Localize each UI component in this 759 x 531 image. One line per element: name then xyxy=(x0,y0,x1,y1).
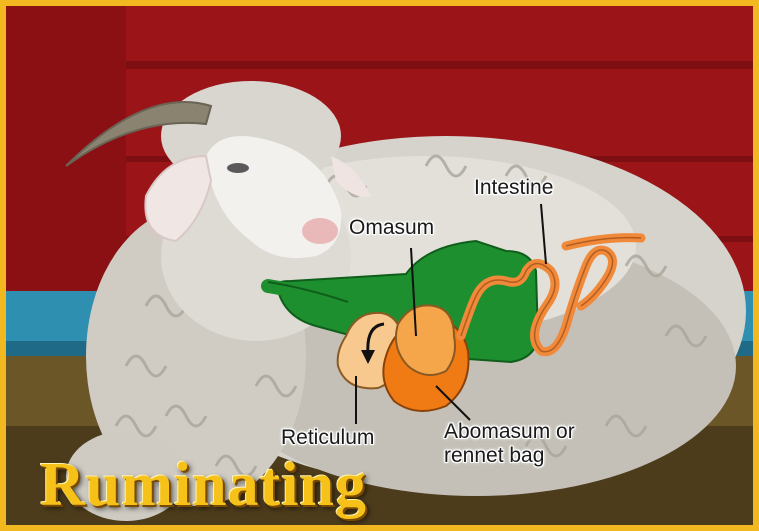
reticulum-label: Reticulum xyxy=(281,426,374,450)
goat-eye xyxy=(227,163,249,173)
intestine-label: Intestine xyxy=(474,176,553,200)
abomasum-label-line2: rennet bag xyxy=(444,444,575,468)
title: Ruminating xyxy=(40,452,367,518)
abomasum-label-line1: Abomasum or xyxy=(444,420,575,444)
goat-scene xyxy=(6,6,753,525)
barn-shadow xyxy=(6,6,126,306)
goat-nose xyxy=(302,218,338,244)
abomasum-label: Abomasum or rennet bag xyxy=(444,420,575,468)
omasum-label: Omasum xyxy=(349,216,434,240)
